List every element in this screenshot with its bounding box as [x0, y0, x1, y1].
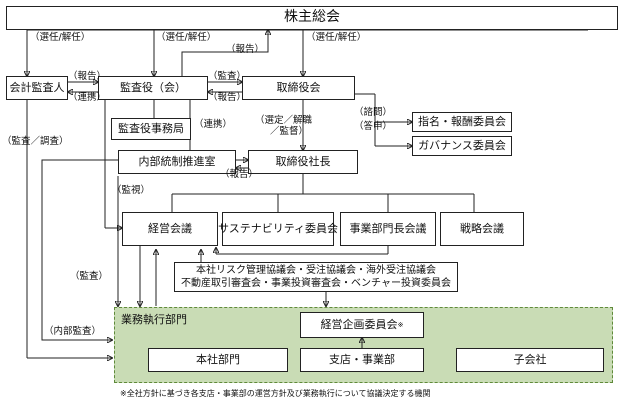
label-elect-3: （選任/解任）: [306, 32, 367, 43]
label-audit-mid: （監査）: [70, 271, 109, 282]
division-heads-meeting-box: 事業部門長会議: [340, 212, 436, 246]
strategy-meeting-box: 戦略会議: [440, 212, 524, 246]
label-report-left: （報告）: [68, 71, 107, 82]
label-consult: （諮問）: [354, 107, 393, 118]
accounting-auditor-box: 会計監査人: [6, 76, 68, 100]
label-report-internal: （報告）: [220, 169, 259, 180]
label-audit-right: （監査）: [208, 71, 247, 82]
label-audit-inspect: （監査／調査）: [2, 136, 69, 147]
footnote: ※全社方針に基づき各支店・事業部の運営方針及び業務執行について協議決定する機関: [120, 389, 431, 398]
label-appoint: （選定／解職: [255, 115, 313, 126]
head-office-box: 本社部門: [148, 348, 288, 372]
audit-board-box: 監査役（会）: [98, 76, 208, 100]
label-supervise: ／監督）: [270, 126, 309, 137]
planning-committee-label: 経営企画委員会: [320, 318, 398, 332]
planning-committee-mark: ※: [397, 320, 404, 329]
label-cooperation-mid: （連携）: [194, 119, 233, 130]
label-cooperation-left: （連携）: [68, 92, 107, 103]
planning-committee-box: 経営企画委員会※: [300, 312, 424, 338]
branches-box: 支店・事業部: [300, 348, 424, 372]
internal-control-box: 内部統制推進室: [118, 150, 236, 174]
audit-office-box: 監査役事務局: [111, 118, 191, 140]
president-box: 取締役社長: [248, 150, 358, 174]
label-elect-1: （選任/解任）: [30, 32, 91, 43]
label-report-right: （報告）: [208, 92, 247, 103]
management-meeting-box: 経営会議: [122, 212, 218, 246]
nomination-committee-box: 指名・報酬委員会: [412, 112, 512, 132]
business-execution-label: 業務執行部門: [121, 313, 187, 326]
sustainability-committee-box: サステナビリティ委員会: [218, 212, 338, 246]
risk-councils-line1: 本社リスク管理協議会・受注協議会・海外受注協議会: [196, 264, 436, 276]
shareholders-meeting-box: 株主総会: [6, 6, 618, 30]
board-of-directors-box: 取締役会: [242, 76, 355, 100]
risk-councils-line2: 不動産取引審査会・事業投資審査会・ベンチャー投資委員会: [181, 278, 451, 289]
governance-committee-box: ガバナンス委員会: [412, 136, 512, 156]
label-internal-audit: （内部監査）: [44, 326, 102, 337]
label-report-top: （報告）: [226, 44, 265, 55]
label-report-back: （答申）: [354, 121, 393, 132]
risk-councils-box: 本社リスク管理協議会・受注協議会・海外受注協議会 不動産取引審査会・事業投資審査…: [174, 262, 458, 292]
label-elect-2: （選任/解任）: [156, 32, 217, 43]
subsidiaries-box: 子会社: [456, 348, 604, 372]
label-monitor: （監視）: [112, 185, 151, 196]
